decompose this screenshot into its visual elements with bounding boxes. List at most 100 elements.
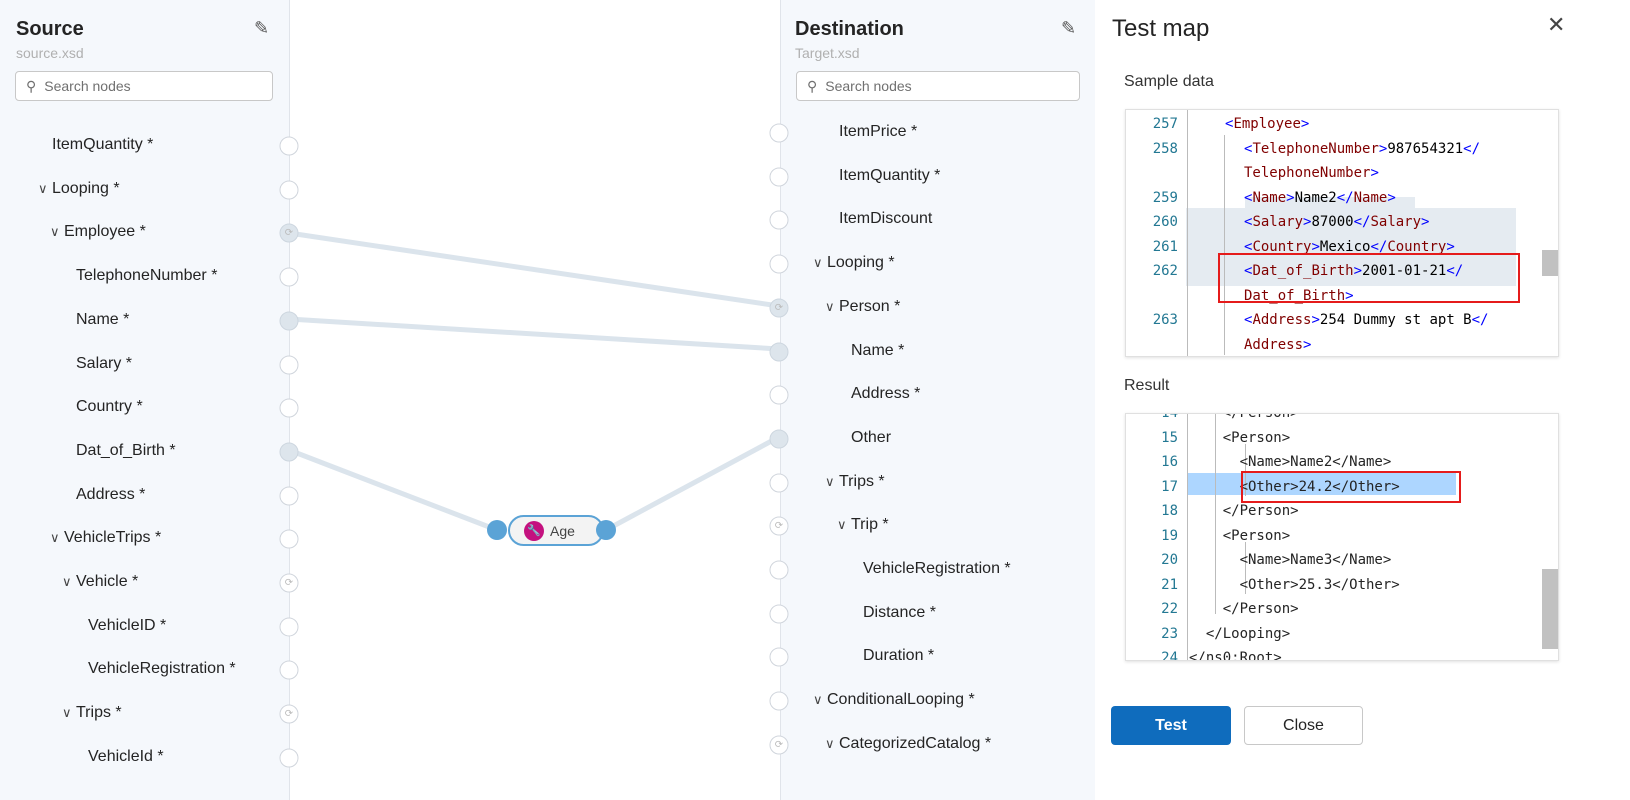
chevron-down-icon[interactable]: ∨: [813, 692, 823, 708]
chevron-down-icon[interactable]: ∨: [62, 705, 72, 721]
code-token: >: [1303, 214, 1312, 230]
tree-node[interactable]: ∨Looping *: [813, 254, 895, 272]
node-label: Name *: [851, 341, 905, 359]
node-handle[interactable]: [279, 311, 299, 331]
connection-employee-person[interactable]: [288, 230, 780, 309]
node-handle[interactable]: [769, 473, 789, 493]
node-label: Salary *: [76, 354, 133, 372]
tree-node[interactable]: ∨Trips *: [825, 473, 885, 491]
node-handle[interactable]: [769, 342, 789, 361]
code-token: <: [1244, 263, 1253, 279]
function-node-age[interactable]: 🔧Age: [508, 515, 604, 546]
node-handle[interactable]: [279, 486, 299, 506]
tree-node[interactable]: Distance *: [849, 604, 936, 622]
node-handle[interactable]: [279, 398, 299, 418]
edit-source-icon[interactable]: ✎: [254, 18, 270, 38]
node-label: ItemDiscount: [839, 210, 933, 228]
chevron-down-icon[interactable]: ∨: [825, 298, 835, 314]
test-button[interactable]: Test: [1111, 706, 1231, 745]
node-handle[interactable]: [769, 254, 789, 274]
scrollbar[interactable]: [1542, 569, 1558, 649]
node-handle[interactable]: [769, 604, 789, 624]
source-title: Source: [16, 18, 84, 40]
tree-node[interactable]: TelephoneNumber *: [62, 267, 217, 285]
node-handle[interactable]: [769, 560, 789, 580]
tree-node[interactable]: Name *: [62, 311, 129, 329]
tree-node[interactable]: ItemPrice *: [825, 123, 917, 141]
chevron-down-icon[interactable]: ∨: [837, 517, 847, 533]
node-handle[interactable]: [279, 617, 299, 637]
tree-node[interactable]: VehicleId *: [74, 748, 164, 766]
chevron-down-icon[interactable]: ∨: [50, 530, 60, 546]
tree-node[interactable]: Duration *: [849, 647, 934, 665]
function-input-handle[interactable]: [487, 520, 507, 540]
tree-node[interactable]: ∨Vehicle *: [62, 573, 138, 591]
tree-node[interactable]: ItemQuantity *: [825, 167, 940, 185]
edit-destination-icon[interactable]: ✎: [1061, 18, 1077, 38]
tree-node[interactable]: ∨CategorizedCatalog *: [825, 735, 991, 753]
chevron-down-icon[interactable]: ∨: [62, 574, 72, 589]
tree-node[interactable]: Address *: [62, 486, 145, 504]
close-icon[interactable]: ✕: [1547, 12, 1566, 37]
node-handle[interactable]: [279, 136, 299, 156]
tree-node[interactable]: VehicleRegistration *: [849, 560, 1011, 578]
node-handle[interactable]: [769, 123, 789, 143]
node-handle[interactable]: [769, 210, 789, 230]
chevron-down-icon[interactable]: ∨: [825, 735, 835, 751]
tree-node[interactable]: ∨Trip *: [837, 516, 889, 534]
node-handle[interactable]: [279, 660, 299, 680]
close-button[interactable]: Close: [1244, 706, 1363, 745]
tree-node[interactable]: ∨Person *: [825, 298, 900, 316]
chevron-down-icon[interactable]: ∨: [825, 473, 835, 489]
node-handle[interactable]: [279, 180, 299, 200]
tree-node[interactable]: ∨VehicleTrips *: [50, 529, 161, 547]
tree-node[interactable]: VehicleRegistration *: [74, 660, 236, 678]
loop-handle-icon[interactable]: ⟳: [769, 516, 789, 536]
tree-node[interactable]: Country *: [62, 398, 143, 416]
tree-node[interactable]: ItemQuantity *: [38, 136, 153, 154]
node-handle[interactable]: [769, 167, 789, 187]
tree-node[interactable]: Other: [837, 429, 891, 447]
tree-node[interactable]: ItemDiscount: [825, 210, 932, 228]
tree-node[interactable]: Salary *: [62, 355, 132, 373]
tree-node[interactable]: ∨Trips *: [62, 704, 122, 722]
line-number: 24: [1161, 650, 1178, 661]
loop-handle-icon[interactable]: ⟳: [279, 704, 299, 724]
result-editor[interactable]: 14 </Person>15 <Person>16 <Name>Name2</N…: [1125, 413, 1559, 661]
node-handle[interactable]: [279, 529, 299, 549]
source-search-input[interactable]: ⚲Search nodes: [15, 71, 273, 101]
loop-handle-icon[interactable]: ⟳: [279, 223, 299, 243]
node-label: Name *: [76, 310, 130, 328]
connection-age-other[interactable]: [604, 434, 781, 533]
node-handle[interactable]: [279, 355, 299, 374]
node-handle[interactable]: [279, 748, 299, 768]
loop-handle-icon[interactable]: ⟳: [769, 298, 789, 318]
destination-search-input[interactable]: ⚲Search nodes: [796, 71, 1080, 101]
tree-node[interactable]: ∨ConditionalLooping *: [813, 691, 975, 709]
loop-handle-icon[interactable]: ⟳: [279, 573, 299, 593]
chevron-down-icon[interactable]: ∨: [50, 224, 60, 240]
connection-dob-age[interactable]: [288, 447, 498, 533]
node-handle[interactable]: [279, 267, 299, 287]
line-number: 261: [1152, 238, 1178, 255]
node-handle[interactable]: [769, 647, 789, 667]
tree-node[interactable]: ∨Employee *: [50, 223, 146, 241]
function-output-handle[interactable]: [596, 520, 616, 540]
tree-node[interactable]: VehicleID *: [74, 617, 166, 635]
scrollbar[interactable]: [1542, 250, 1558, 276]
connection-name-name[interactable]: [288, 316, 780, 352]
chevron-down-icon[interactable]: ∨: [813, 255, 823, 271]
highlight-box: [1218, 253, 1520, 303]
tree-node[interactable]: Address *: [837, 385, 920, 403]
code-line: </Person>: [1189, 413, 1299, 421]
tree-node[interactable]: ∨Looping *: [38, 180, 120, 198]
node-handle[interactable]: [769, 691, 789, 711]
node-handle[interactable]: [279, 442, 299, 462]
tree-node[interactable]: Name *: [837, 342, 904, 360]
node-handle[interactable]: [769, 385, 789, 405]
sample-data-editor[interactable]: 257<Employee>258<TelephoneNumber>9876543…: [1125, 109, 1559, 357]
loop-handle-icon[interactable]: ⟳: [769, 735, 789, 755]
chevron-down-icon[interactable]: ∨: [38, 180, 48, 196]
node-handle[interactable]: [769, 429, 789, 449]
tree-node[interactable]: Dat_of_Birth *: [62, 442, 176, 460]
